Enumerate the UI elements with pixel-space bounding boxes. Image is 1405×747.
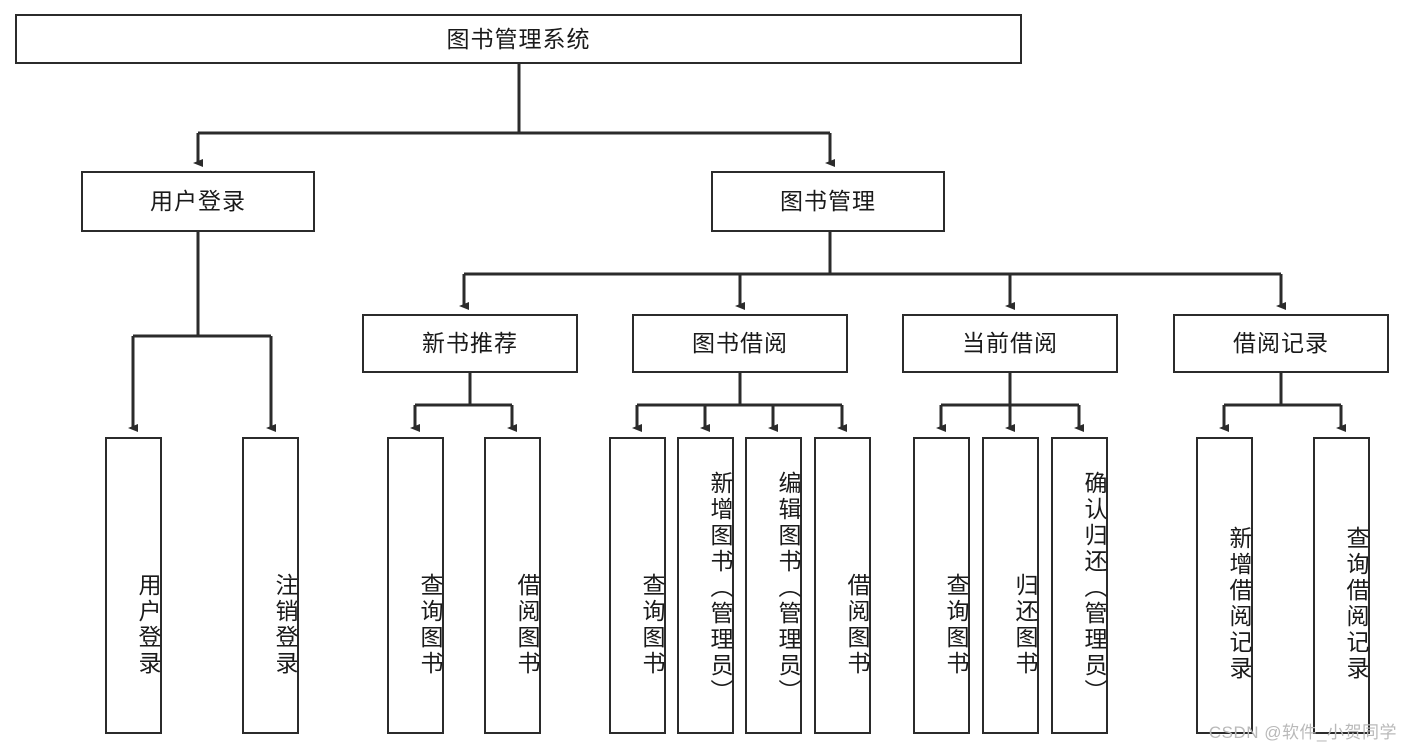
leaf-user-login-logout[interactable]: 注销登录: [242, 437, 299, 734]
leaf-book-borrow-edit[interactable]: 编辑图书（管理员）: [745, 437, 802, 734]
leaf-new-book-borrow[interactable]: 借阅图书: [484, 437, 541, 734]
node-user-login[interactable]: 用户登录: [81, 171, 315, 232]
node-label: 查询图书: [417, 572, 443, 677]
leaf-user-login-login[interactable]: 用户登录: [105, 437, 162, 734]
leaf-current-borrow-confirm[interactable]: 确认归还（管理员）: [1051, 437, 1108, 734]
leaf-new-book-query[interactable]: 查询图书: [387, 437, 444, 734]
leaf-book-borrow-query[interactable]: 查询图书: [609, 437, 666, 734]
node-label: 确认归还（管理员）: [1081, 470, 1107, 705]
leaf-book-borrow-borrow[interactable]: 借阅图书: [814, 437, 871, 734]
node-label: 借阅记录: [1233, 330, 1329, 357]
node-label: 新增图书（管理员）: [707, 470, 733, 705]
node-label: 编辑图书（管理员）: [775, 470, 801, 705]
node-book-management[interactable]: 图书管理: [711, 171, 945, 232]
node-label: 新书推荐: [422, 330, 518, 357]
node-label: 图书管理系统: [446, 25, 591, 52]
leaf-current-borrow-return[interactable]: 归还图书: [982, 437, 1039, 734]
node-current-borrow[interactable]: 当前借阅: [902, 314, 1118, 373]
node-label: 借阅图书: [514, 572, 540, 677]
node-label: 查询图书: [943, 572, 969, 677]
node-new-book-recommend[interactable]: 新书推荐: [362, 314, 578, 373]
node-label: 查询借阅记录: [1343, 525, 1369, 682]
node-label: 图书管理: [780, 188, 876, 215]
node-label: 新增借阅记录: [1226, 525, 1252, 682]
node-label: 借阅图书: [844, 572, 870, 677]
watermark-text: CSDN @软件_小贺同学: [1208, 723, 1397, 742]
leaf-borrow-record-add[interactable]: 新增借阅记录: [1196, 437, 1253, 734]
node-label: 当前借阅: [962, 330, 1058, 357]
node-label: 用户登录: [150, 188, 246, 215]
leaf-book-borrow-add[interactable]: 新增图书（管理员）: [677, 437, 734, 734]
node-label: 用户登录: [135, 572, 161, 677]
node-label: 归还图书: [1012, 572, 1038, 677]
node-label: 图书借阅: [692, 330, 788, 357]
node-borrow-record[interactable]: 借阅记录: [1173, 314, 1389, 373]
node-root[interactable]: 图书管理系统: [15, 14, 1022, 64]
node-label: 注销登录: [272, 572, 298, 677]
node-label: 查询图书: [639, 572, 665, 677]
leaf-borrow-record-query[interactable]: 查询借阅记录: [1313, 437, 1370, 734]
leaf-current-borrow-query[interactable]: 查询图书: [913, 437, 970, 734]
node-book-borrow[interactable]: 图书借阅: [632, 314, 848, 373]
